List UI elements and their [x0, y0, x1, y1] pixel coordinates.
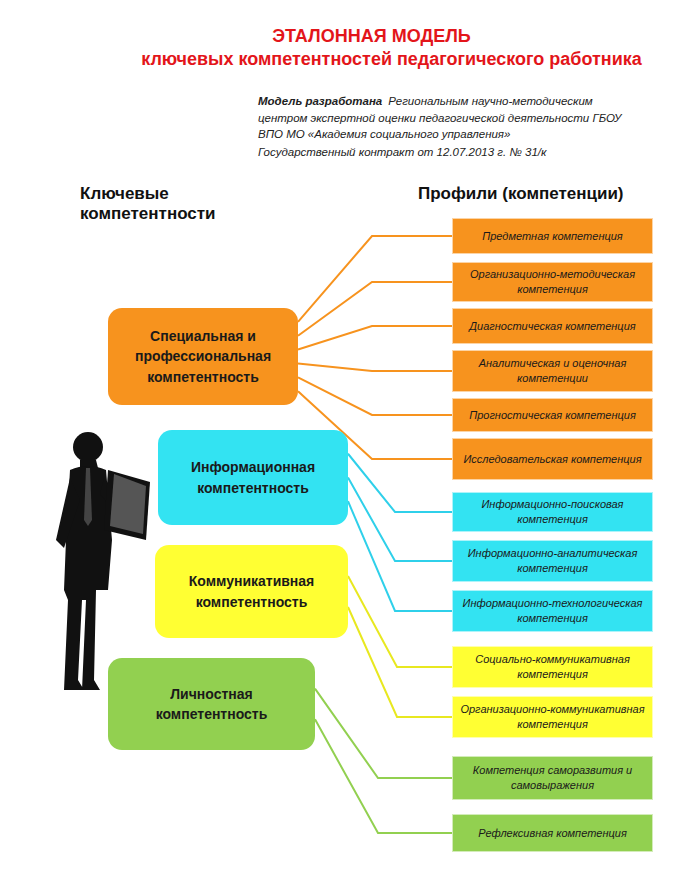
- node-text: Социально-коммуникативная компетенция: [459, 652, 646, 682]
- connector: [298, 282, 452, 336]
- column-heading: Ключевые компетентности: [80, 184, 270, 225]
- node-text: Коммуникативная компетентность: [163, 571, 340, 612]
- connector: [315, 719, 452, 833]
- competence-box: Информационная компетентность: [158, 430, 348, 525]
- profile-box: Диагностическая компетенция: [452, 308, 653, 344]
- connector: [298, 363, 452, 371]
- contract-note: Государственный контракт от 12.07.2013 г…: [258, 146, 678, 158]
- profile-box: Информационно-аналитическая компетенция: [452, 540, 653, 582]
- profile-box: Прогностическая компетенция: [452, 398, 653, 432]
- connector: [298, 236, 452, 322]
- node-text: Организационно-методическая компетенция: [459, 267, 646, 297]
- node-text: Информационная компетентность: [166, 457, 340, 498]
- node-text: Информационно-технологическая компетенци…: [459, 596, 646, 626]
- person-silhouette: [56, 432, 150, 690]
- title: ЭТАЛОННАЯ МОДЕЛЬ: [0, 26, 693, 47]
- profile-box: Информационно-технологическая компетенци…: [452, 590, 653, 632]
- node-text: Исследовательская компетенция: [463, 452, 641, 467]
- profile-box: Организационно-коммуникативная компетенц…: [452, 696, 653, 738]
- profile-box: Компетенция саморазвития и самовыражения: [452, 756, 653, 800]
- profile-box: Организационно-методическая компетенция: [452, 262, 653, 302]
- connector: [348, 607, 452, 717]
- node-text: Информационно-поисковая компетенция: [459, 497, 646, 527]
- node-text: Прогностическая компетенция: [469, 408, 636, 423]
- node-text: Предметная компетенция: [482, 229, 622, 244]
- node-text: Специальная и профессиональная компетент…: [116, 326, 290, 387]
- competence-box: Личностная компетентность: [108, 658, 315, 750]
- connector: [315, 689, 452, 778]
- profile-box: Информационно-поисковая компетенция: [452, 492, 653, 532]
- column-heading: Профили (компетенции): [418, 184, 688, 204]
- competence-box: Специальная и профессиональная компетент…: [108, 308, 298, 405]
- node-text: Информационно-аналитическая компетенция: [459, 546, 646, 576]
- profile-box: Рефлексивная компетенция: [452, 814, 653, 852]
- connector: [298, 326, 452, 350]
- node-text: Компетенция саморазвития и самовыражения: [459, 763, 646, 793]
- profile-box: Предметная компетенция: [452, 218, 653, 254]
- connector: [298, 377, 452, 415]
- subtitle: ключевых компетентностей педагогического…: [60, 49, 693, 70]
- node-text: Личностная компетентность: [116, 684, 307, 725]
- connector: [348, 576, 452, 667]
- node-text: Аналитическая и оценочная компетенции: [459, 356, 646, 386]
- node-text: Организационно-коммуникативная компетенц…: [459, 702, 646, 732]
- credit-lead: Модель разработана: [258, 95, 382, 107]
- credit-note: Модель разработанаРегиональным научно-ме…: [258, 93, 638, 143]
- profile-box: Исследовательская компетенция: [452, 438, 653, 480]
- profile-box: Социально-коммуникативная компетенция: [452, 646, 653, 688]
- connector: [348, 478, 452, 562]
- node-text: Рефлексивная компетенция: [478, 826, 627, 841]
- profile-box: Аналитическая и оценочная компетенции: [452, 350, 653, 392]
- competence-box: Коммуникативная компетентность: [155, 545, 348, 638]
- node-text: Диагностическая компетенция: [469, 319, 635, 334]
- connector: [348, 501, 452, 611]
